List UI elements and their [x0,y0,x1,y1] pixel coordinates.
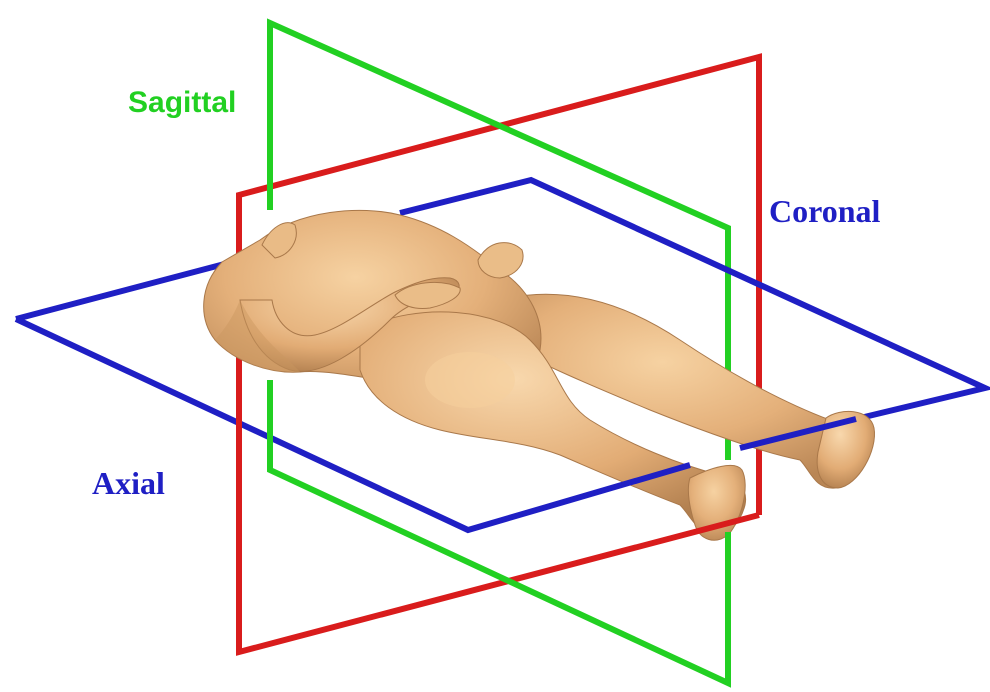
coronal-label: Coronal [769,195,880,227]
sagittal-label: Sagittal [128,88,236,118]
axial-label: Axial [92,467,165,499]
reclining-human-body-icon [204,210,875,540]
